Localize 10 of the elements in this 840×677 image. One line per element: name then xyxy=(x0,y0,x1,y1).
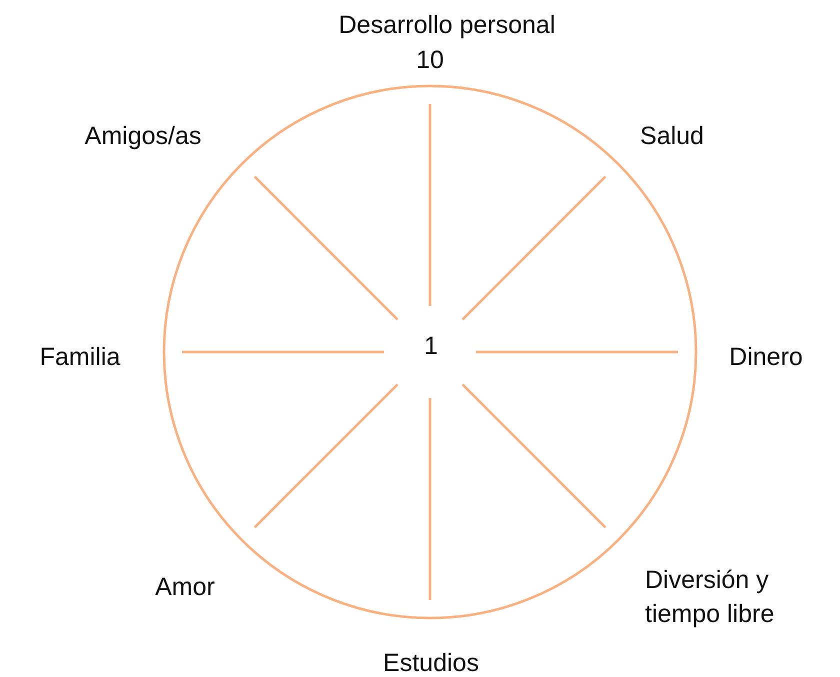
category-label: Salud xyxy=(640,121,704,152)
category-label: Amigos/as xyxy=(84,121,202,152)
category-label: Amor xyxy=(155,572,215,603)
category-label: Dinero xyxy=(729,342,803,373)
scale-value: 10 xyxy=(416,45,444,76)
category-label: Estudios xyxy=(383,648,479,677)
scale-value: 1 xyxy=(424,331,438,362)
category-label: Diversión y tiempo libre xyxy=(645,565,776,630)
category-label: Familia xyxy=(40,342,120,373)
category-label: Desarrollo personal xyxy=(338,10,556,41)
